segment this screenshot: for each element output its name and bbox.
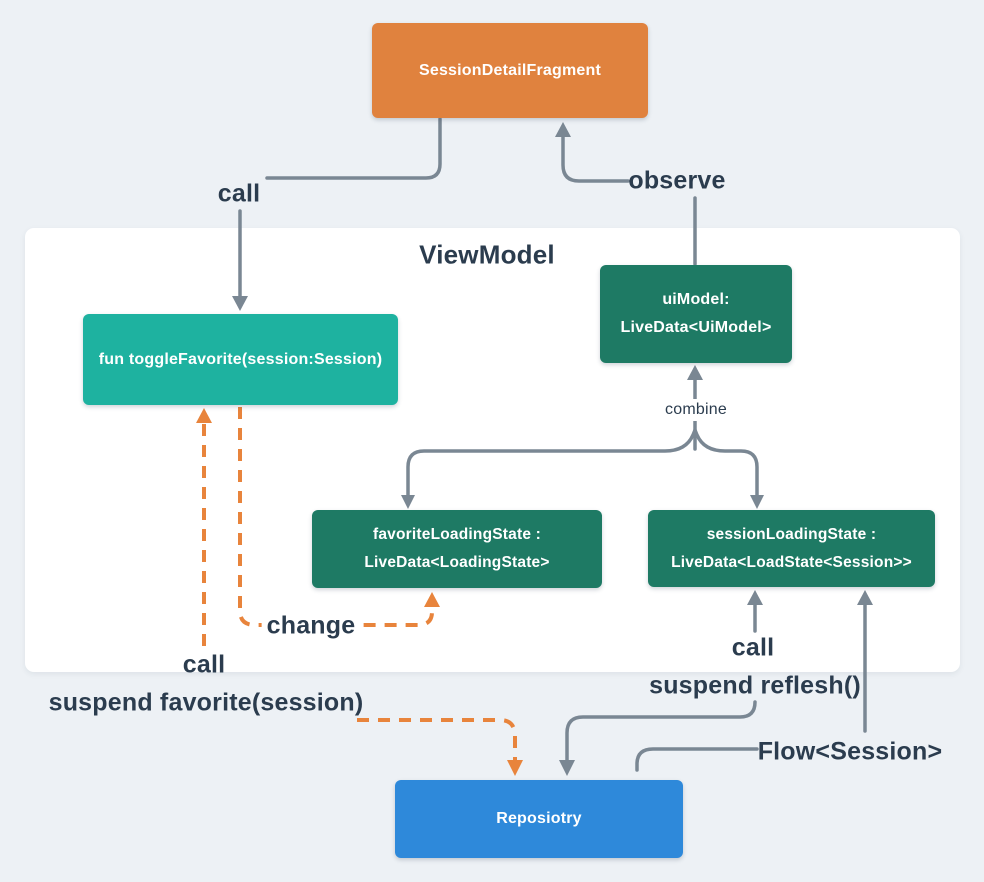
edge-label-flow-session: Flow<Session> [757,737,943,766]
node-toggle-favorite-function: fun toggleFavorite(session:Session) [83,314,398,405]
arrowhead-up-icon [687,365,703,380]
edge-label-suspend-favorite: suspend favorite(session) [48,688,364,717]
arrowhead-up-icon [196,408,212,423]
node-label-line1: favoriteLoadingState : [372,526,542,543]
arrowhead-up-icon [747,590,763,605]
node-label: SessionDetailFragment [418,61,602,79]
node-uimodel-livedata: uiModel: LiveData<UiModel> [600,265,792,363]
connector-call-to-togglefavorite [232,209,248,311]
node-label-line2: LiveData<LoadingState> [364,554,550,571]
arrowhead-down-icon [750,495,764,509]
arrowhead-up-icon [857,590,873,605]
connector-combine-brace [401,428,764,509]
connector-flow-to-sessionloadingstate [857,590,873,733]
edge-label-change: change [261,611,361,641]
node-session-loading-state: sessionLoadingState : LiveData<LoadState… [648,510,935,587]
node-label: fun toggleFavorite(session:Session) [98,350,383,368]
arrowhead-up-icon [555,122,571,137]
arrowhead-down-icon [507,760,523,776]
edge-label-observe: observe [628,166,726,195]
viewmodel-group-title: ViewModel [419,239,555,270]
node-label-line2: LiveData<LoadState<Session>> [671,553,912,571]
node-label: Reposiotry [496,810,582,827]
arrowhead-up-icon [424,592,440,607]
edge-label-call-favorite: call [182,650,226,679]
connector-repository-to-flow-label [635,747,759,772]
arrowhead-down-icon [401,495,415,509]
edge-label-combine: combine [660,399,732,421]
node-repository: Reposiotry [395,780,683,858]
connector-observe-to-fragment [555,122,630,183]
node-label-line2: LiveData<UiModel> [620,319,772,336]
arrowhead-down-icon [232,296,248,311]
edge-label-suspend-reflesh: suspend reflesh() [649,671,861,700]
connector-call-to-sessionloadingstate [747,590,763,633]
connector-call-to-togglefavorite-dashed [196,408,212,646]
connector-reflesh-to-repository [559,700,757,776]
node-session-detail-fragment: SessionDetailFragment [372,23,648,118]
connector-suspendfavorite-to-repository-dashed [357,718,523,776]
node-label-line1: uiModel: [662,291,730,308]
edge-label-call-reflesh: call [731,633,775,662]
connector-change-to-favoriteloadingstate-dashed [238,407,440,627]
edge-label-call-fragment: call [217,179,261,208]
arrowhead-down-icon [559,760,575,776]
connector-fragment-to-call-label [265,117,442,180]
node-label-line1: sessionLoadingState : [706,525,877,543]
node-favorite-loading-state: favoriteLoadingState : LiveData<LoadingS… [312,510,602,588]
